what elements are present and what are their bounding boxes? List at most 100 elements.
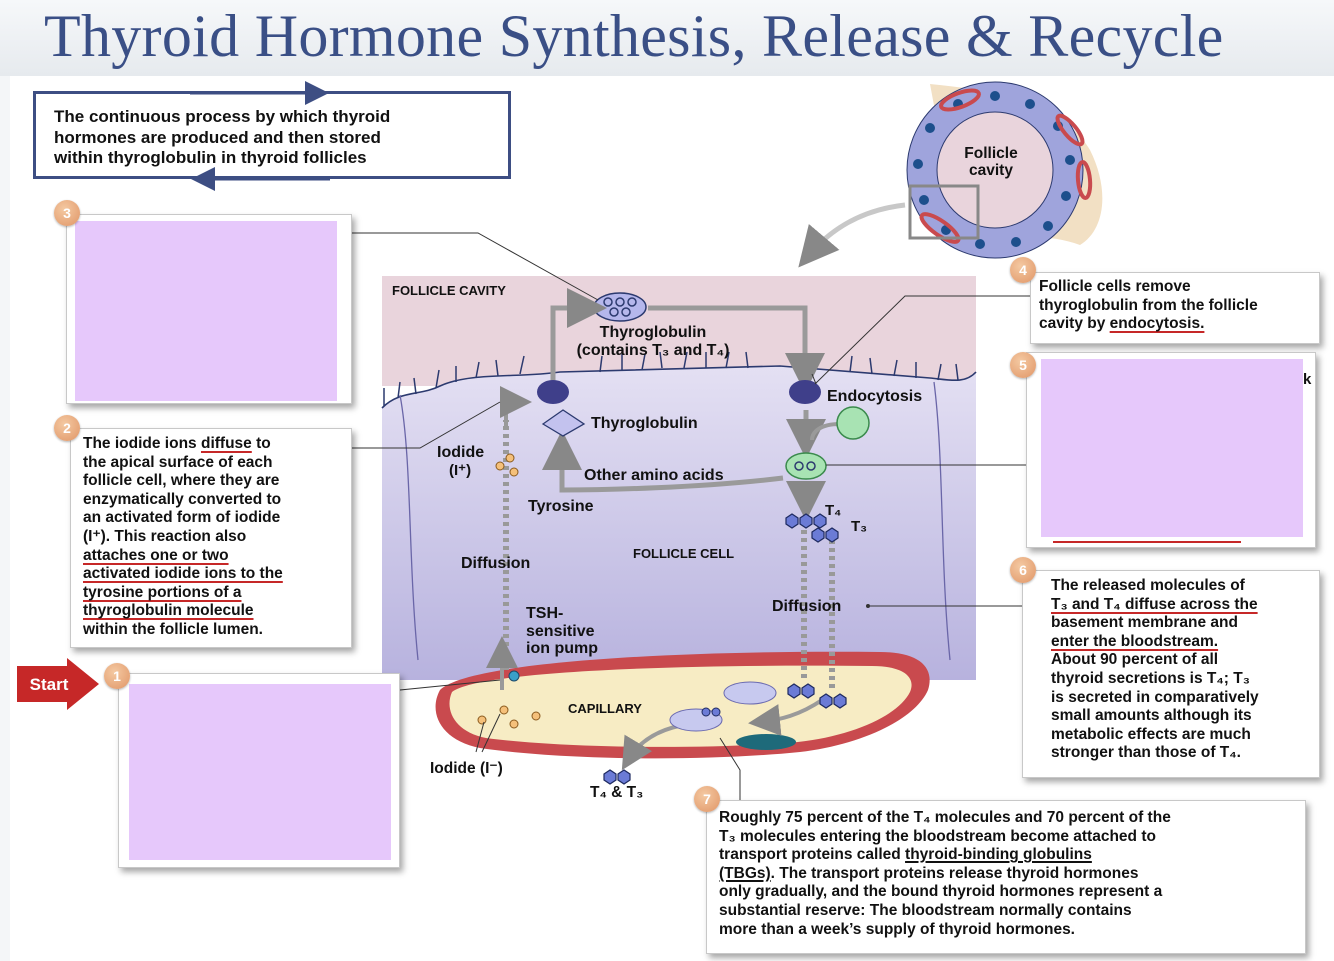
intro-line: hormones are produced and then stored bbox=[54, 127, 381, 147]
step1-highlight bbox=[129, 684, 391, 860]
step6-line: thyroid secretions is T₄; T₃ bbox=[1051, 669, 1250, 687]
step7-line: Roughly 75 percent of the T₄ molecules a… bbox=[719, 809, 1171, 826]
step6-line: enter the bloodstream. bbox=[1051, 632, 1219, 650]
arrow-to-cavity bbox=[550, 288, 607, 384]
apical-membrane bbox=[381, 365, 977, 409]
start-arrow: Start bbox=[17, 658, 99, 710]
label-tyrosine: Tyrosine bbox=[528, 498, 594, 515]
label-tsh-3: ion pump bbox=[526, 640, 598, 657]
step6-line: small amounts although its bbox=[1051, 707, 1252, 725]
step7-line: T₃ molecules entering the bloodstream be… bbox=[719, 827, 1156, 845]
step5-underline bbox=[1053, 541, 1241, 543]
inset-label-1: Follicle bbox=[964, 145, 1018, 162]
step3-highlight bbox=[75, 221, 337, 401]
intro-line: within thyroglobulin in thyroid follicle… bbox=[54, 148, 367, 167]
step6-line: T₃ and T₄ diffuse across the bbox=[1051, 595, 1258, 613]
label-thyroglobulin-contains: (contains T₃ and T₄) bbox=[577, 342, 730, 359]
label-capillary: CAPILLARY bbox=[568, 701, 642, 716]
step2-line: The iodide ions diffuse to bbox=[83, 435, 271, 452]
step2-line: an activated form of iodide bbox=[83, 509, 281, 527]
step7-line: only gradually, and the bound thyroid ho… bbox=[719, 883, 1163, 901]
step4-text: Follicle cells remove thyroglobulin from… bbox=[1039, 278, 1258, 334]
start-label: Start bbox=[30, 675, 69, 694]
lysosome bbox=[836, 406, 870, 440]
step2-line: (I⁺). This reaction also bbox=[83, 527, 247, 545]
step4-line: thyroglobulin from the follicle bbox=[1039, 296, 1258, 314]
label-iodide-minus: Iodide (I⁻) bbox=[430, 760, 503, 777]
step6-line: is secreted in comparatively bbox=[1051, 688, 1259, 706]
cell-border-right bbox=[933, 381, 951, 661]
follicle-cell-body bbox=[382, 366, 976, 680]
step7-line: more than a week’s supply of thyroid hor… bbox=[719, 920, 1075, 938]
red-cell bbox=[736, 734, 796, 750]
step7-line: substantial reserve: The bloodstream nor… bbox=[719, 901, 1132, 919]
step2-badge: 2 bbox=[54, 415, 80, 441]
label-follicle-cell: FOLLICLE CELL bbox=[633, 546, 734, 561]
intro-text: The continuous process by which thyroid … bbox=[54, 107, 390, 169]
label-t4-t3: T₄ & T₃ bbox=[590, 784, 643, 801]
step5-highlight bbox=[1041, 359, 1303, 537]
fused-vesicle bbox=[785, 452, 827, 480]
apical-vesicle bbox=[537, 380, 569, 404]
arrow-to-endocytosis bbox=[648, 305, 825, 393]
thyroglobulin-cell-molecule bbox=[541, 409, 586, 437]
step1-box bbox=[118, 673, 400, 868]
label-other-amino-acids: Other amino acids bbox=[584, 467, 724, 484]
iodide-ions bbox=[477, 453, 541, 729]
leader-step7 bbox=[719, 737, 741, 800]
step6-line: The released molecules of bbox=[1051, 577, 1245, 594]
label-endocytosis: Endocytosis bbox=[827, 388, 922, 405]
step2-box: The iodide ions diffuse to the apical su… bbox=[70, 428, 352, 648]
label-iodide-plus-symbol: (I⁺) bbox=[449, 462, 471, 479]
step6-text: The released molecules of T₃ and T₄ diff… bbox=[1051, 577, 1259, 763]
label-diffusion-left: Diffusion bbox=[461, 555, 530, 572]
label-iodide-plus: Iodide bbox=[437, 444, 484, 461]
leader-step3 bbox=[352, 232, 599, 301]
hormone-molecules bbox=[603, 513, 847, 785]
endocytosis-vesicle bbox=[789, 380, 821, 404]
intro-line: The continuous process by which thyroid bbox=[54, 107, 391, 126]
step5-badge: 5 bbox=[1010, 352, 1036, 378]
label-thyroglobulin-cell: Thyroglobulin bbox=[591, 415, 698, 432]
step2-line: tyrosine portions of a bbox=[83, 583, 242, 601]
thyroglobulin-cavity-molecule bbox=[593, 292, 647, 322]
label-t4: T₄ bbox=[825, 502, 841, 519]
step2-line: the apical surface of each bbox=[83, 453, 273, 471]
label-tsh-1: TSH- bbox=[526, 605, 563, 622]
step2-line: activated iodide ions to the bbox=[83, 565, 283, 583]
leader-step1 bbox=[399, 679, 501, 691]
tbg-protein-1 bbox=[723, 681, 777, 705]
step6-box: The released molecules of T₃ and T₄ diff… bbox=[1022, 570, 1320, 778]
follicle-inset: Follicle cavity bbox=[798, 81, 1103, 268]
step2-line: within the follicle lumen. bbox=[83, 620, 263, 638]
label-t3: T₃ bbox=[851, 518, 867, 535]
step4-box: Follicle cells remove thyroglobulin from… bbox=[1030, 272, 1320, 344]
step6-badge: 6 bbox=[1010, 557, 1036, 583]
step2-line: thyroglobulin molecule bbox=[83, 602, 254, 620]
label-follicle-cavity: FOLLICLE CAVITY bbox=[392, 283, 506, 298]
microvilli bbox=[383, 351, 959, 406]
leader-step2 bbox=[352, 401, 501, 449]
label-thyroglobulin-top: Thyroglobulin bbox=[600, 324, 707, 341]
inset-label-2: cavity bbox=[969, 162, 1013, 179]
lysosome-path bbox=[810, 422, 841, 441]
step7-badge: 7 bbox=[694, 786, 720, 812]
ion-pump bbox=[508, 670, 520, 682]
step2-line: follicle cell, where they are bbox=[83, 472, 280, 490]
step5-fragment: k bbox=[1303, 371, 1312, 388]
step3-box bbox=[66, 214, 352, 404]
step6-line: metabolic effects are much bbox=[1051, 725, 1251, 743]
arrow-amino-acids bbox=[542, 430, 784, 493]
label-diffusion-right: Diffusion bbox=[772, 598, 841, 615]
step2-line: enzymatically converted to bbox=[83, 490, 282, 508]
step7-line: transport proteins called thyroid-bindin… bbox=[719, 846, 1092, 864]
page-title: Thyroid Hormone Synthesis, Release & Rec… bbox=[44, 3, 1224, 69]
step5-box: k bbox=[1026, 352, 1316, 548]
step3-badge: 3 bbox=[54, 200, 80, 226]
step4-badge: 4 bbox=[1010, 257, 1036, 283]
step4-line: Follicle cells remove bbox=[1039, 278, 1191, 295]
step6-line: basement membrane and bbox=[1051, 614, 1238, 632]
step4-line: cavity by endocytosis. bbox=[1039, 315, 1205, 333]
step7-text: Roughly 75 percent of the T₄ molecules a… bbox=[719, 809, 1171, 939]
